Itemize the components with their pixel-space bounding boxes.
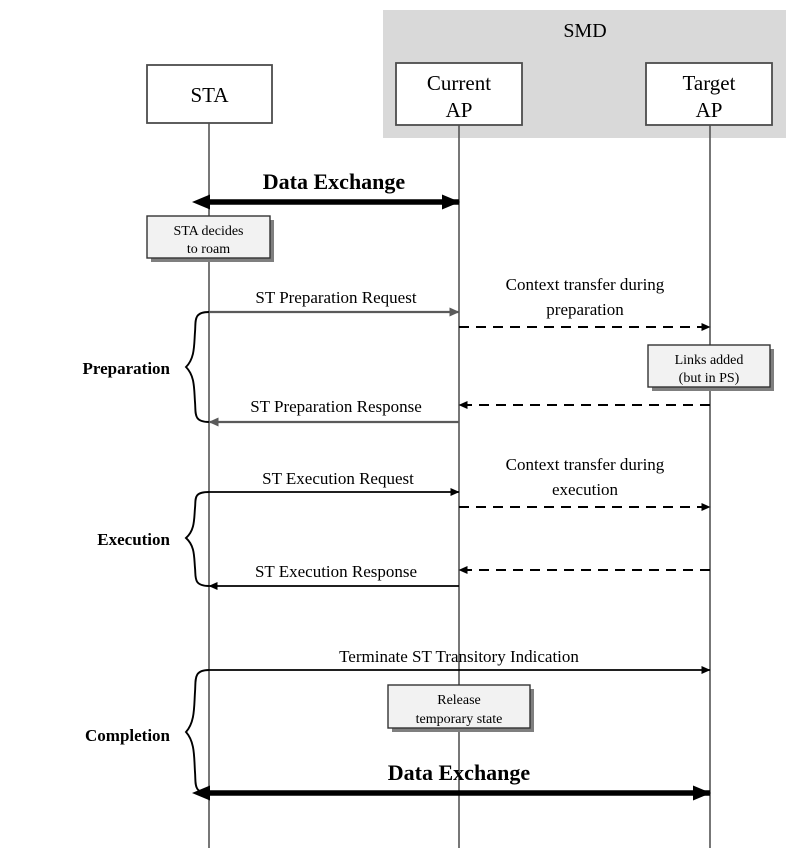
phase-brace-execution xyxy=(184,491,210,587)
message-label-data-exchange-bottom: Data Exchange xyxy=(388,760,531,785)
note-release-temp-line2: temporary state xyxy=(416,712,503,727)
note-sta-decides-line2: to roam xyxy=(187,242,230,257)
actor-label-current-ap-line2: AP xyxy=(446,98,473,122)
smd-label: SMD xyxy=(563,20,606,42)
message-label-ctx-transfer-exec-line1: Context transfer during xyxy=(506,455,665,474)
message-label-ctx-transfer-exec-line2: execution xyxy=(552,480,619,499)
actor-box-current-ap[interactable]: Current AP xyxy=(395,62,523,126)
message-label-terminate-st: Terminate ST Transitory Indication xyxy=(339,647,579,666)
phase-label-preparation: Preparation xyxy=(82,359,170,378)
actor-label-current-ap-line1: Current xyxy=(427,71,491,95)
message-label-data-exchange-top: Data Exchange xyxy=(263,169,406,194)
actor-box-target-ap[interactable]: Target AP xyxy=(645,62,773,126)
phase-label-completion: Completion xyxy=(85,726,171,745)
message-label-st-exec-request: ST Execution Request xyxy=(262,469,414,488)
actor-label-target-ap-line2: AP xyxy=(696,98,723,122)
note-release-temp: Release temporary state xyxy=(387,684,534,732)
note-links-added-line2: (but in PS) xyxy=(679,371,740,386)
phase-brace-preparation xyxy=(184,311,210,423)
note-sta-decides: STA decides to roam xyxy=(146,215,274,262)
note-sta-decides-line1: STA decides xyxy=(173,224,243,239)
note-release-temp-line1: Release xyxy=(437,693,481,708)
note-links-added-line1: Links added xyxy=(675,353,744,368)
message-label-ctx-transfer-prep-line2: preparation xyxy=(546,300,624,319)
message-label-ctx-transfer-prep-line1: Context transfer during xyxy=(506,275,665,294)
note-links-added: Links added (but in PS) xyxy=(647,344,774,391)
phase-brace-completion xyxy=(184,669,210,794)
message-label-st-prep-request: ST Preparation Request xyxy=(255,288,416,307)
message-label-st-prep-response: ST Preparation Response xyxy=(250,397,422,416)
actor-box-sta[interactable]: STA xyxy=(146,64,273,124)
actor-label-target-ap-line1: Target xyxy=(683,71,736,95)
phase-label-execution: Execution xyxy=(97,530,170,549)
message-label-st-exec-response: ST Execution Response xyxy=(255,562,417,581)
actor-label-sta: STA xyxy=(191,83,230,107)
